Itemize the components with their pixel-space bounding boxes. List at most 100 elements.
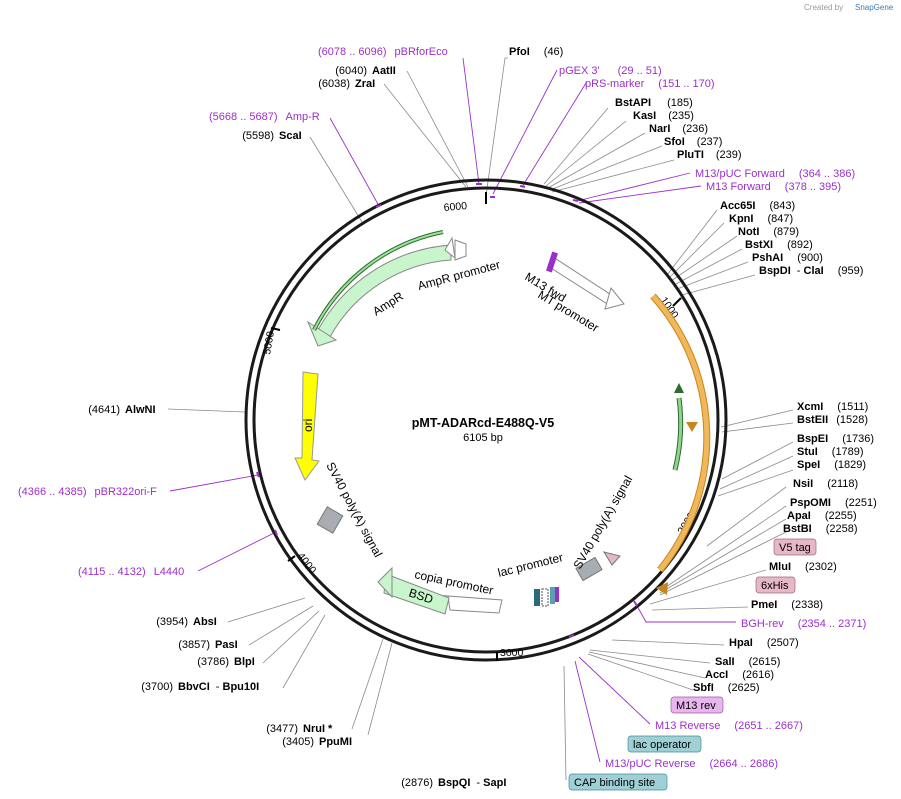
tick-label-4000: 4000 — [295, 550, 319, 576]
enzyme-site-bbvci-bpu10i: BbvCI- Bpu10I — [178, 681, 259, 693]
tick-label-6000: 6000 — [443, 200, 467, 214]
tick-label-5000: 5000 — [261, 330, 277, 355]
box-6xhis — [755, 576, 796, 594]
label-lac-promoter: lac promoter — [496, 550, 564, 580]
mt-promoter-head — [604, 286, 625, 310]
ori-arrow — [294, 371, 320, 481]
box-cap-binding-site — [568, 773, 668, 791]
enzyme-site-blpi: BlpI — [234, 656, 255, 668]
enzyme-site-nrui: NruI * — [303, 723, 333, 735]
primer-bgh-rev: BGH-rev(2354 .. 2371) — [741, 618, 866, 630]
enzyme-site-pluti: PluTI(239) — [677, 149, 742, 161]
enzyme-pos-aatii: (6040) — [335, 65, 367, 77]
box-v5-tag — [773, 538, 817, 556]
enzyme-site-bstbi: BstBI(2258) — [783, 523, 858, 535]
enzyme-site-sbfi: SbfI(2625) — [693, 682, 760, 694]
box-6xhis-label: 6xHis — [761, 580, 789, 592]
enzyme-site-kpni: KpnI(847) — [729, 213, 793, 225]
box-v5-tag-label: V5 tag — [779, 542, 811, 554]
plasmid-name: pMT-ADARcd-E488Q-V5 — [412, 416, 554, 430]
primer-ticks — [256, 183, 638, 638]
enzyme-site-pshai: PshAI(900) — [752, 252, 823, 264]
primer-amp-r: (5668 .. 5687)Amp-R — [209, 111, 320, 123]
enzyme-site-bspei: BspEI(1736) — [797, 433, 874, 445]
orange-arrowhead-1 — [686, 422, 698, 432]
enzyme-site-bstxi: BstXI(892) — [745, 239, 813, 251]
enzyme-site-aatii: AatII — [372, 65, 396, 77]
enzyme-site-noti: NotI(879) — [738, 226, 799, 238]
ampr-outer-arc-fill — [313, 231, 444, 331]
m13-rev-marker — [555, 587, 559, 602]
enzyme-site-spei: SpeI(1829) — [797, 459, 866, 471]
enzyme-pos-nrui: (3477) — [266, 723, 298, 735]
enzyme-site-stui: StuI(1789) — [797, 446, 864, 458]
box-lac-operator — [627, 735, 702, 753]
enzyme-site-psppomi: PspOMI(2251) — [790, 497, 877, 509]
enzyme-pos-bspqi: (2876) — [401, 777, 433, 789]
enzyme-site-mlui: MluI(2302) — [769, 561, 837, 573]
enzyme-site-kasi: KasI(235) — [633, 110, 694, 122]
enzyme-pos-ppumi: (3405) — [282, 736, 314, 748]
enzyme-site-xcmi: XcmI(1511) — [797, 401, 868, 413]
enzyme-site-hpai: HpaI(2507) — [729, 637, 799, 649]
tick-label-3000: 3000 — [500, 647, 524, 659]
enzyme-site-zrai: ZraI — [355, 78, 375, 90]
enzyme-site-scai: ScaI — [279, 130, 302, 142]
enzyme-site-pmei: PmeI(2338) — [751, 599, 823, 611]
primer-m13-puc-reverse: M13/pUC Reverse(2664 .. 2686) — [605, 758, 778, 770]
credit-created-by: Created by — [804, 3, 843, 12]
v5-tag-marker — [602, 551, 621, 566]
orange-arrowhead-2 — [656, 582, 668, 595]
enzyme-site-nari: NarI(236) — [649, 123, 708, 135]
primer-m13-forward: M13 Forward(378 .. 395) — [706, 181, 841, 193]
box-m13-rev — [670, 696, 724, 714]
enzyme-site-ppumi: PpuMI — [319, 736, 352, 748]
enzyme-pos-absi: (3954) — [156, 616, 188, 628]
enzyme-site-apai: ApaI(2255) — [787, 510, 857, 522]
enzyme-site-sali: SalI(2615) — [715, 656, 780, 668]
enzyme-site-bspqi-sapi: BspQI- SapI — [438, 777, 506, 789]
label-ampr: AmpR — [370, 289, 406, 319]
enzyme-site-sfoi: SfoI(237) — [664, 136, 722, 148]
box-m13-rev-label: M13 rev — [676, 700, 716, 712]
sv40-polya-left-box — [316, 506, 344, 534]
primer-pgex3: pGEX 3'(29 .. 51) — [559, 65, 662, 77]
sv40-polya-right-box — [575, 556, 603, 582]
credit-brand: SnapGene — [855, 3, 894, 12]
enzyme-site-acc65i: Acc65I(843) — [720, 200, 795, 212]
enzyme-pos-blpi: (3786) — [197, 656, 229, 668]
primer-leader-lines — [169, 57, 736, 763]
enzyme-pos-zrai: (6038) — [318, 78, 350, 90]
enzyme-site-bspdi-clai: BspDI- ClaI(959) — [759, 265, 863, 277]
primer-m13-puc-forward: M13/pUC Forward(364 .. 386) — [695, 168, 855, 180]
leader-lines — [167, 57, 794, 781]
backbone-ring — [244, 178, 728, 662]
copia-promoter-arrow — [407, 592, 503, 614]
label-ori: ori — [301, 419, 315, 432]
enzyme-pos-alwni: (4641) — [88, 404, 120, 416]
primer-pbr322ori-f: (4366 .. 4385)pBR322ori-F — [18, 486, 157, 498]
box-lac-operator-label: lac operator — [633, 739, 691, 751]
primer-l4440: (4115 .. 4132)L4440 — [78, 566, 184, 578]
label-mt-promoter: MT promoter — [535, 288, 601, 335]
enzyme-pos-pasi: (3857) — [178, 639, 210, 651]
ampr-promoter-box — [454, 239, 467, 261]
green-arrowhead — [674, 383, 684, 393]
enzyme-site-pfoi: PfoI(46) — [509, 46, 563, 58]
primer-prs-marker: pRS-marker(151 .. 170) — [585, 78, 715, 90]
ampr-promoter-head — [444, 236, 456, 260]
m13-fwd-marker — [546, 251, 558, 273]
box-cap-binding-site-label: CAP binding site — [574, 777, 655, 789]
label-sv40-right: SV40 poly(A) signal — [570, 473, 635, 571]
enzyme-pos-scai: (5598) — [242, 130, 274, 142]
orange-feature-arc-fill — [651, 294, 710, 572]
primer-m13-reverse: M13 Reverse(2651 .. 2667) — [655, 720, 803, 732]
enzyme-site-acci: AccI(2616) — [705, 669, 774, 681]
green-feature-arc-fill — [673, 397, 683, 471]
enzyme-site-absi: AbsI — [193, 616, 217, 628]
primer-pbrforeco: (6078 .. 6096)pBRforEco — [318, 46, 448, 58]
enzyme-site-bsteii: BstEII(1528) — [797, 414, 868, 426]
plasmid-length: 6105 bp — [463, 432, 503, 444]
enzyme-site-nsii: NsiI(2118) — [793, 478, 858, 490]
